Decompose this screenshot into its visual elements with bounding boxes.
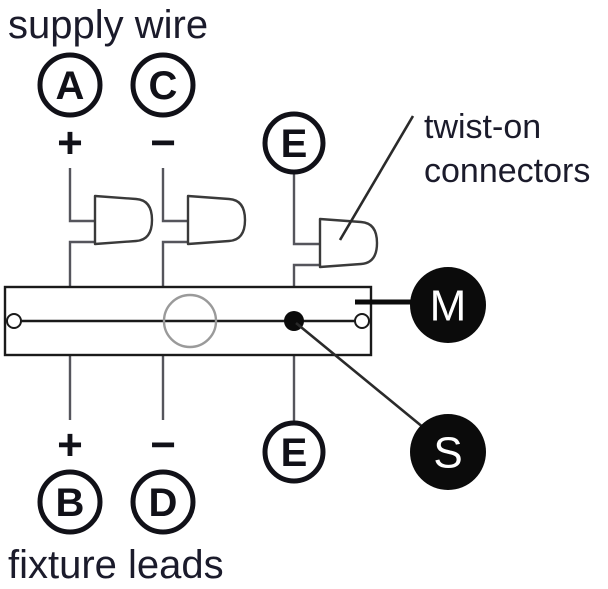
reference-marker-c-label: C — [149, 64, 178, 108]
reference-marker-a-label: A — [56, 64, 85, 108]
reference-marker-a: A — [37, 52, 103, 118]
reference-marker-s: S — [410, 414, 486, 490]
twist-on-connectors-label-line1: twist-on — [424, 108, 541, 146]
supply-wire-label: supply wire — [8, 3, 208, 47]
reference-marker-e-bottom: E — [262, 420, 326, 484]
reference-marker-a-circle — [37, 52, 103, 118]
connector-negative — [186, 194, 247, 246]
polarity-supply-negative: − — [150, 119, 176, 168]
reference-marker-s-label: S — [433, 429, 462, 478]
reference-marker-s-circle — [410, 414, 486, 490]
screw-left-icon — [6, 313, 22, 329]
reference-marker-e-top: E — [262, 111, 326, 175]
mounting-hole-icon — [162, 293, 218, 349]
polarity-fixture-negative: − — [150, 421, 176, 470]
reference-marker-c-circle — [130, 52, 196, 118]
reference-marker-m: M — [410, 267, 486, 343]
reference-marker-b: B — [37, 469, 103, 535]
reference-marker-d-circle — [130, 469, 196, 535]
reference-marker-d-label: D — [149, 481, 178, 525]
connector-ground — [318, 217, 379, 269]
wire-ground-supply-in — [292, 172, 320, 246]
reference-marker-e-top-label: E — [281, 122, 308, 166]
polarity-fixture-positive: + — [57, 421, 83, 470]
polarity-supply-positive: + — [57, 119, 83, 168]
reference-marker-e-bottom-label: E — [281, 431, 308, 475]
reference-marker-d: D — [130, 469, 196, 535]
reference-marker-c: C — [130, 52, 196, 118]
reference-marker-b-circle — [37, 469, 103, 535]
callout-leader-line — [338, 115, 415, 241]
wire-supply-positive-in — [68, 168, 95, 223]
marker-s-leader-line — [295, 321, 425, 430]
fixture-bar — [3, 285, 373, 357]
fixture-leads-label: fixture leads — [8, 543, 224, 587]
reference-marker-e-bottom-circle — [262, 420, 326, 484]
screw-right-icon — [354, 313, 370, 329]
reference-marker-e-top-circle — [262, 111, 326, 175]
wire-supply-negative-in — [161, 168, 188, 223]
reference-marker-m-circle — [410, 267, 486, 343]
twist-on-connectors-label-line2: connectors — [424, 152, 590, 190]
reference-marker-b-label: B — [56, 481, 85, 525]
reference-marker-m-label: M — [430, 282, 467, 331]
connector-positive — [93, 194, 154, 246]
